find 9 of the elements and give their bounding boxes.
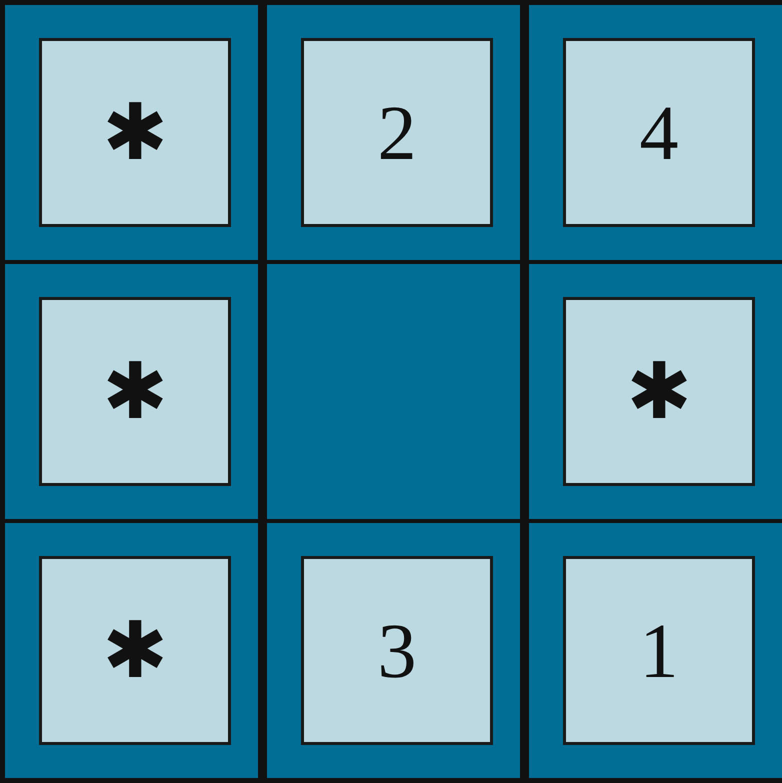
number-tile: ✱ [563,297,755,486]
number-tile: 3 [301,556,493,745]
number-tile: 2 [301,38,493,227]
number-tile: ✱ [39,556,231,745]
empty-cell [267,264,520,519]
number-tile: 4 [563,38,755,227]
number-tile: ✱ [39,297,231,486]
number-tile: 1 [563,556,755,745]
number-tile: ✱ [39,38,231,227]
